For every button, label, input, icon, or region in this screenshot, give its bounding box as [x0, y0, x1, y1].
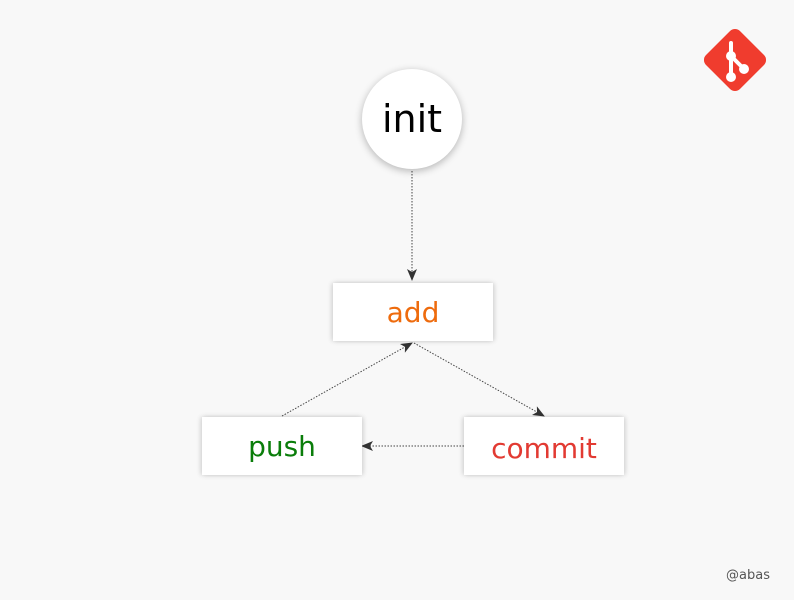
node-push: push: [202, 417, 362, 475]
node-init-label: init: [381, 97, 443, 141]
node-push-label: push: [248, 429, 316, 463]
node-commit-label: commit: [491, 431, 597, 465]
node-add-label: add: [386, 295, 440, 329]
node-commit: commit: [464, 417, 624, 475]
author-credit: @abas: [726, 568, 770, 583]
node-add: add: [333, 283, 493, 341]
edge-push-to-add: [281, 342, 413, 417]
node-init: init: [362, 69, 462, 169]
git-logo-icon: [703, 28, 767, 92]
edge-add-to-commit: [413, 342, 545, 417]
